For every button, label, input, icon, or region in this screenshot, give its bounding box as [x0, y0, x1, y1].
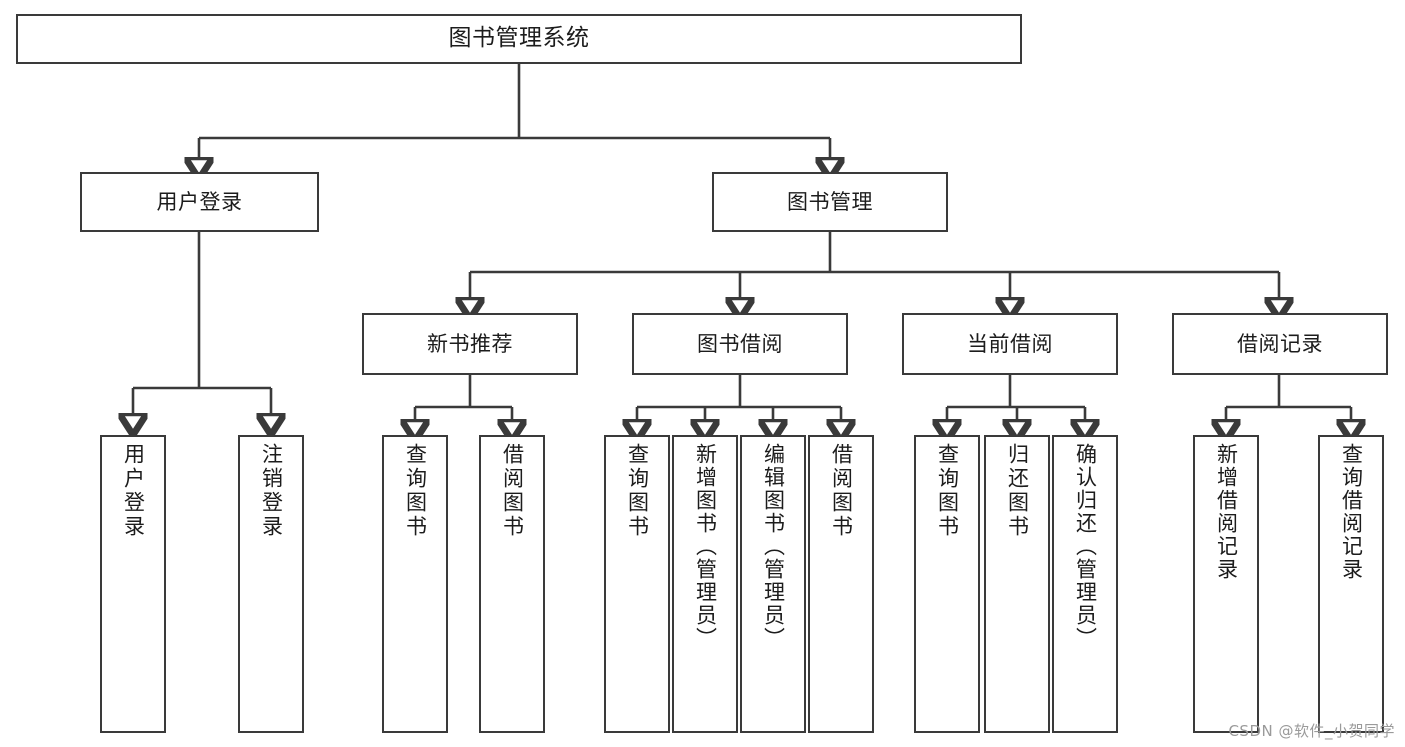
node-borrow-record[interactable]: 借阅记录 [1172, 313, 1388, 375]
leaf-add-book-admin[interactable]: 新增图书（管理员） [672, 435, 738, 733]
leaf-borrow-book[interactable]: 借阅图书 [808, 435, 874, 733]
node-label: 借阅图书 [829, 443, 854, 539]
node-label: 注销登录 [259, 443, 284, 539]
node-label: 借阅图书 [500, 443, 525, 539]
leaf-add-borrow-record[interactable]: 新增借阅记录 [1193, 435, 1259, 733]
node-label: 用户登录 [121, 443, 146, 539]
node-label: 归还图书 [1005, 443, 1030, 539]
leaf-query-book-borrow[interactable]: 查询图书 [604, 435, 670, 733]
node-current-borrow[interactable]: 当前借阅 [902, 313, 1118, 375]
node-label: 新书推荐 [427, 331, 513, 356]
node-label: 图书借阅 [697, 331, 783, 356]
leaf-query-book-newbook[interactable]: 查询图书 [382, 435, 448, 733]
node-label: 编辑图书（管理员） [761, 443, 786, 650]
leaf-query-book-current[interactable]: 查询图书 [914, 435, 980, 733]
leaf-logout[interactable]: 注销登录 [238, 435, 304, 733]
node-label: 查询图书 [935, 443, 960, 539]
node-label: 查询借阅记录 [1339, 443, 1364, 581]
node-user-login[interactable]: 用户登录 [80, 172, 319, 232]
node-label: 用户登录 [156, 189, 243, 214]
node-label: 查询图书 [625, 443, 650, 539]
node-label: 新增借阅记录 [1214, 443, 1239, 581]
node-label: 查询图书 [403, 443, 428, 539]
leaf-query-borrow-record[interactable]: 查询借阅记录 [1318, 435, 1384, 733]
node-label: 当前借阅 [967, 331, 1053, 356]
node-new-book-recommend[interactable]: 新书推荐 [362, 313, 578, 375]
node-label: 图书管理 [787, 189, 873, 214]
node-label: 新增图书（管理员） [693, 443, 718, 650]
node-label: 借阅记录 [1237, 331, 1323, 356]
leaf-return-book[interactable]: 归还图书 [984, 435, 1050, 733]
node-label: 确认归还（管理员） [1073, 443, 1098, 650]
node-book-management[interactable]: 图书管理 [712, 172, 948, 232]
leaf-user-login[interactable]: 用户登录 [100, 435, 166, 733]
leaf-edit-book-admin[interactable]: 编辑图书（管理员） [740, 435, 806, 733]
node-book-borrow[interactable]: 图书借阅 [632, 313, 848, 375]
node-label: 图书管理系统 [448, 25, 590, 52]
leaf-confirm-return-admin[interactable]: 确认归还（管理员） [1052, 435, 1118, 733]
leaf-borrow-book-newbook[interactable]: 借阅图书 [479, 435, 545, 733]
node-root-system[interactable]: 图书管理系统 [16, 14, 1022, 64]
